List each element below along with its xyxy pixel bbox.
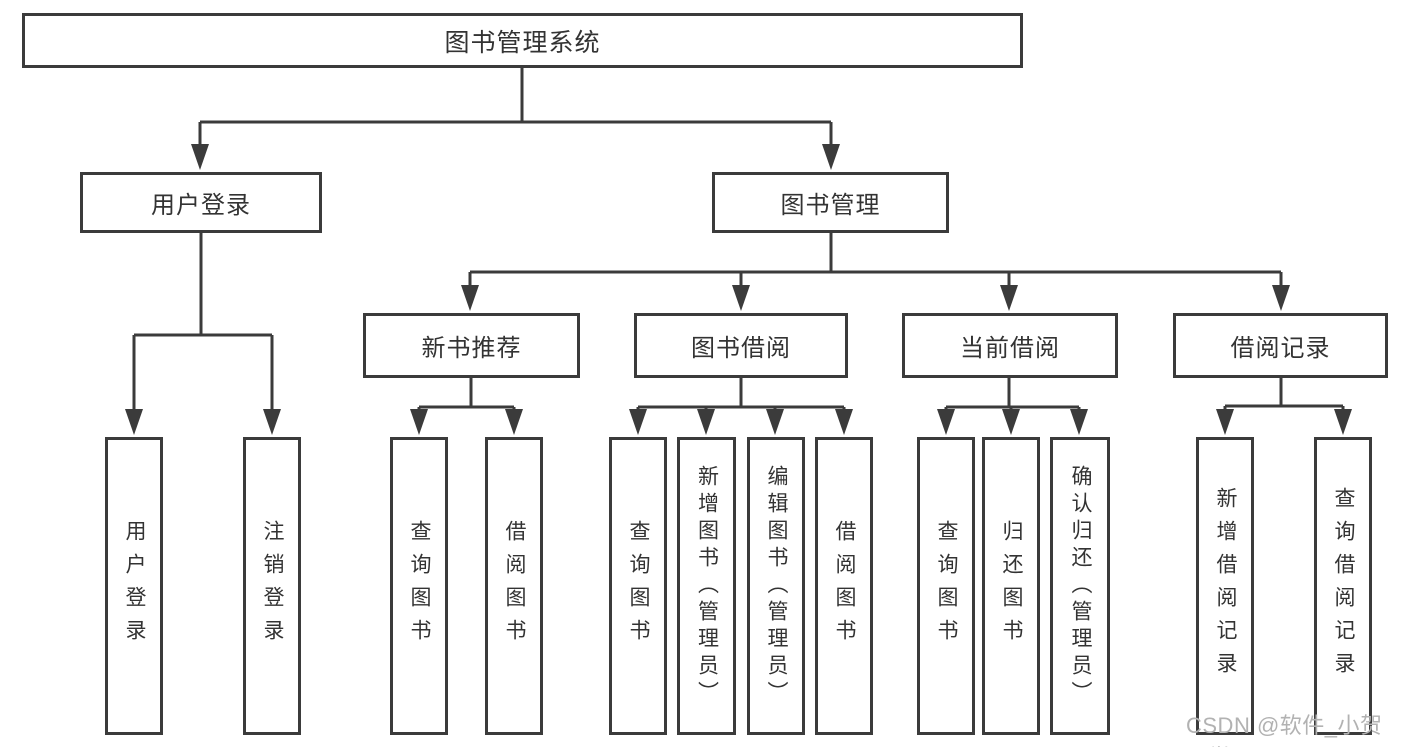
leaf-borrow-books: 借阅图书 (815, 437, 873, 735)
leaf-logout: 注销登录 (243, 437, 301, 735)
node-book-management: 图书管理 (712, 172, 949, 233)
leaf-add-books-admin: 新增图书（管理员） (677, 437, 736, 735)
leaf-query-books-borrow: 查询图书 (609, 437, 667, 735)
leaf-edit-books-admin: 编辑图书（管理员） (747, 437, 805, 735)
node-current-borrow: 当前借阅 (902, 313, 1118, 378)
leaf-user-login: 用户登录 (105, 437, 163, 735)
leaf-return-books: 归还图书 (982, 437, 1040, 735)
leaf-query-books-current: 查询图书 (917, 437, 975, 735)
watermark: CSDN @软件_小贺同学 (1186, 713, 1383, 747)
node-new-book-recommend: 新书推荐 (363, 313, 580, 378)
leaf-query-borrow-record: 查询借阅记录 (1314, 437, 1372, 735)
arrowheads (125, 144, 1352, 435)
leaf-confirm-return-admin: 确认归还（管理员） (1050, 437, 1110, 735)
leaf-add-borrow-record: 新增借阅记录 (1196, 437, 1254, 735)
node-user-login: 用户登录 (80, 172, 322, 233)
node-borrow-records: 借阅记录 (1173, 313, 1388, 378)
leaf-query-books-recommend: 查询图书 (390, 437, 448, 735)
leaf-borrow-books-recommend: 借阅图书 (485, 437, 543, 735)
node-root-system: 图书管理系统 (22, 13, 1023, 68)
node-book-borrow: 图书借阅 (634, 313, 848, 378)
